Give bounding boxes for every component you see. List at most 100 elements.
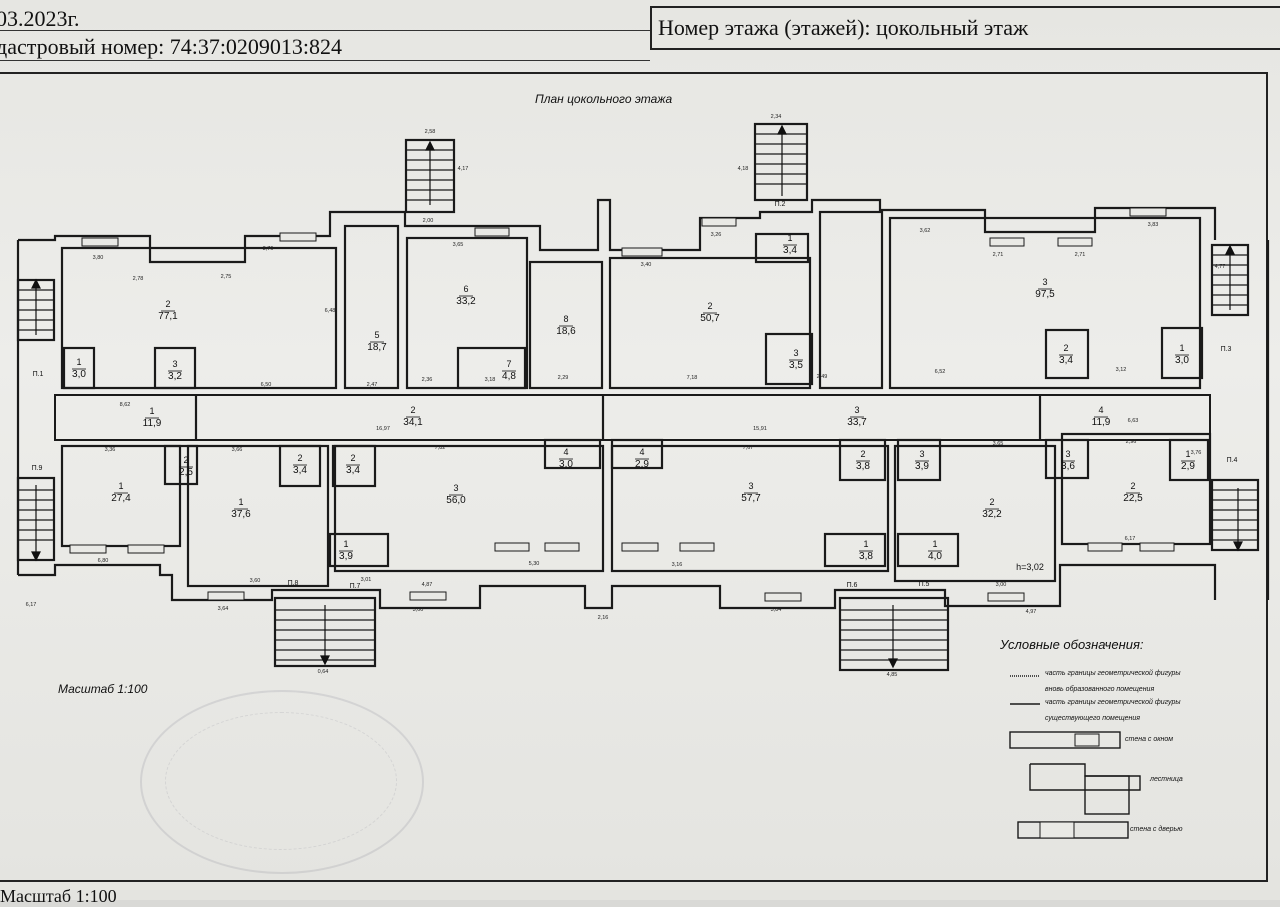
dimension-label: 16,97 [376,426,390,432]
room-number: 3 [793,348,798,358]
room-number: 1 [238,497,243,507]
room-area: 32,2 [982,509,1002,520]
room-area: 2,9 [635,459,649,470]
dimension-label: 3,84 [771,607,782,613]
dimension-label: 2,16 [598,615,609,621]
room-number: 2 [350,453,355,463]
date-text: 03.2023г. [0,6,80,31]
room-number: 6 [463,284,468,294]
dimension-label: 2,49 [817,374,828,380]
dimension-label: 3,60 [250,578,261,584]
label-p9: П.9 [32,465,43,472]
dimension-label: 3,12 [1116,367,1127,373]
dimension-label: 8,62 [120,402,131,408]
dimension-label: 4,97 [1026,609,1037,615]
legend-item-door-wall: стена с дверью [1130,826,1183,833]
dimension-label: 6,50 [261,382,272,388]
room-number: 2 [989,497,994,507]
room-number: 5 [374,330,379,340]
dimension-label: 7,18 [687,375,698,381]
room-area: 3,0 [1175,355,1189,366]
room-area: 34,1 [403,417,423,428]
legend-item-new-boundary: часть границы геометрической фигуры [1045,670,1181,677]
room-number: 1 [863,539,868,549]
seal-stamp-inner [165,712,397,850]
dimension-label: 2,71 [1075,252,1086,258]
room-number: 2 [297,453,302,463]
room-number: 3 [854,405,859,415]
dimension-label: 3,26 [711,232,722,238]
room-area: 3,4 [783,245,797,256]
room-number: 7 [506,359,511,369]
room-area: 18,7 [367,342,387,353]
room-number: 4 [563,447,568,457]
dimension-label: 2,75 [221,274,232,280]
room-number: 2 [1130,481,1135,491]
room-number: 3 [453,483,458,493]
room-area: 3,4 [1059,355,1073,366]
dimension-label: 2,78 [133,276,144,282]
room-area: 3,9 [339,551,353,562]
floor-number: Номер этажа (этажей): цокольный этаж [658,15,1029,40]
dimension-label: 4,85 [887,672,898,678]
dimension-label: 2,34 [771,114,782,120]
dimension-label: 4,87 [422,582,433,588]
dimension-label: 2,96 [1126,439,1137,445]
room-area: 33,7 [847,417,867,428]
dimension-label: 6,52 [935,369,946,375]
room-number: 1 [1179,343,1184,353]
label-p5: П.5 [919,581,930,588]
room-number: 1 [1185,449,1190,459]
room-area: 2,9 [1181,461,1195,472]
room-number: 8 [563,314,568,324]
dimension-label: 3,76 [1191,450,1202,456]
room-area: 2,5 [179,467,193,478]
label-height: h=3,02 [1016,562,1044,572]
seal-stamp [140,690,424,874]
room-number: 2 [707,301,712,311]
label-p1: П.1 [33,371,44,378]
room-area: 22,5 [1123,493,1143,504]
dimension-label: 2,36 [422,377,433,383]
room-number: 1 [343,539,348,549]
legend-item-new-room: вновь образованного помещения [1045,686,1155,693]
legend-item-existing-room: существующего помещения [1045,715,1141,722]
legend-title: Условные обозначения: [1000,637,1144,652]
legend-item-window-wall: стена с окном [1125,736,1174,743]
room-number: 2 [183,455,188,465]
room-number: 3 [172,359,177,369]
floor-box: Номер этажа (этажей): цокольный этаж [650,6,1280,50]
dimension-label: 6,17 [26,602,37,608]
room-area: 33,2 [456,296,476,307]
room-number: 1 [118,481,123,491]
room-area: 3,4 [346,465,360,476]
room-area: 77,1 [158,311,178,322]
room-area: 27,4 [111,493,131,504]
room-number: 2 [1063,343,1068,353]
dimension-label: 3,65 [453,242,464,248]
dimension-label: 2,58 [425,129,436,135]
room-area: 3,2 [168,371,182,382]
dimension-label: 3,01 [361,577,372,583]
dimension-label: 3,00 [413,607,424,613]
room-area: 3,8 [859,551,873,562]
room-area: 4,8 [502,371,516,382]
room-area: 56,0 [446,495,466,506]
dimension-label: 6,80 [98,558,109,564]
dimension-label: 7,67 [743,445,754,451]
room-number: 3 [748,481,753,491]
room-area: 50,7 [700,313,720,324]
dimension-label: 3,36 [105,447,116,453]
room-area: 3,6 [1061,461,1075,472]
dimension-label: 4,77 [1215,264,1226,270]
room-area: 3,9 [915,461,929,472]
label-p2: П.2 [775,201,786,208]
dimension-label: 2,71 [993,252,1004,258]
room-area: 11,9 [1092,417,1111,428]
room-number: 1 [932,539,937,549]
room-number: 3 [1065,449,1070,459]
room-area: 3,8 [856,461,870,472]
room-number: 4 [639,447,644,457]
room-area: 3,4 [293,465,307,476]
